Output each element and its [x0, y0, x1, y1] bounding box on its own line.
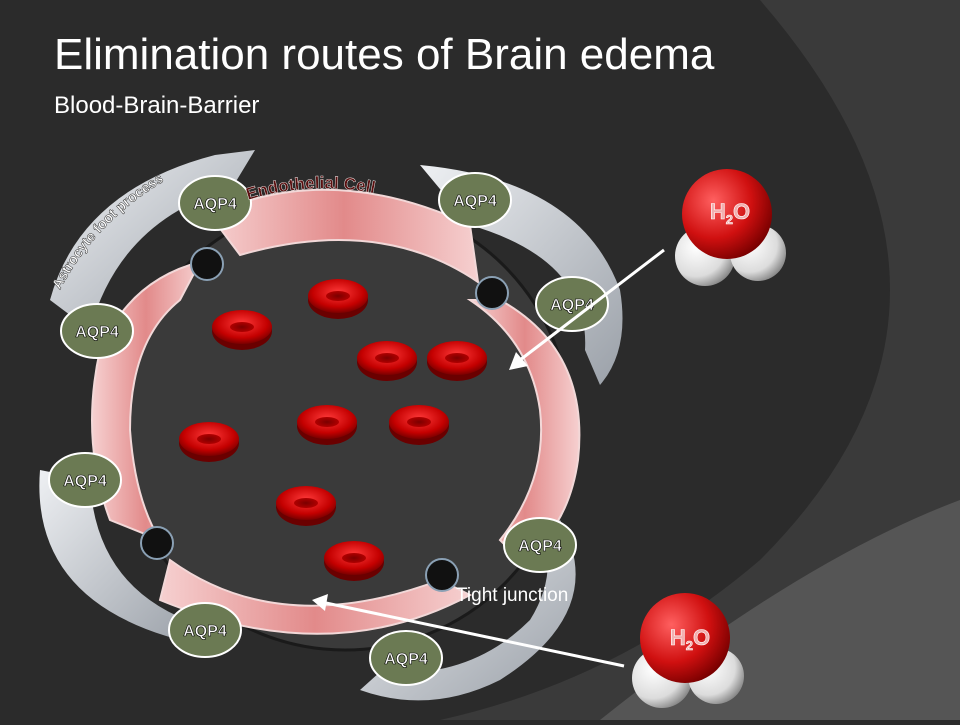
water-sub: 2	[686, 638, 693, 653]
background-swoosh	[440, 0, 960, 720]
arrowhead-upper	[509, 352, 528, 370]
red-blood-cell	[324, 541, 384, 581]
red-blood-cell	[308, 279, 368, 319]
slide-title: Elimination routes of Brain edema	[54, 30, 715, 79]
oxygen-atom	[640, 593, 730, 683]
aqp4-channel: AQP4	[369, 630, 443, 686]
aqp4-label: AQP4	[453, 193, 497, 210]
endothelial-segment	[208, 188, 480, 285]
tight-junction-dot	[190, 247, 224, 281]
aqp4-channel: AQP4	[60, 303, 134, 359]
aqp4-channel: AQP4	[48, 452, 122, 508]
red-blood-cell	[427, 341, 487, 381]
aqp4-label: AQP4	[193, 196, 237, 213]
water-molecule-upper: H2O	[675, 169, 786, 286]
red-blood-cell	[276, 486, 336, 526]
aqp4-channel: AQP4	[438, 172, 512, 228]
water-o: O	[693, 625, 710, 650]
tight-junction-dot	[140, 526, 174, 560]
tight-junctions	[140, 247, 509, 592]
water-o: O	[733, 199, 750, 224]
red-blood-cell	[357, 341, 417, 381]
endothelial-segment	[158, 558, 473, 635]
water-formula: H2O	[670, 625, 710, 653]
aqp4-label: AQP4	[75, 324, 119, 341]
astrocyte-foot-process	[360, 520, 576, 701]
aqp4-channel: AQP4	[535, 276, 609, 332]
arrow-lower	[325, 601, 625, 668]
water-formula: H2O	[710, 199, 750, 227]
tight-junction-dot	[475, 276, 509, 310]
water-molecule-lower: H2O	[632, 593, 744, 708]
red-blood-cell	[212, 310, 272, 350]
aqp4-label: AQP4	[384, 651, 428, 668]
slide-subtitle: Blood-Brain-Barrier	[54, 92, 260, 119]
aqp4-channel: AQP4	[178, 175, 252, 231]
aqp4-label: AQP4	[63, 473, 107, 490]
aqp4-label: AQP4	[183, 623, 227, 640]
water-h: H	[670, 625, 686, 650]
water-h: H	[710, 199, 726, 224]
water-sub: 2	[726, 212, 733, 227]
aqp4-label: AQP4	[550, 297, 594, 314]
arrowhead-lower	[312, 594, 328, 611]
tight-junction-dot	[425, 558, 459, 592]
astrocyte-foot-process	[39, 470, 200, 640]
oxygen-atom	[682, 169, 772, 259]
red-blood-cell	[179, 422, 239, 462]
tight-junction-label: Tight junction	[456, 585, 568, 606]
aqp4-channel: AQP4	[168, 602, 242, 658]
red-blood-cells	[179, 279, 487, 581]
aqp4-channel: AQP4	[503, 517, 577, 573]
arrow-upper	[519, 248, 665, 362]
arrows	[312, 248, 665, 668]
aqp4-channels: AQP4 AQP4 AQP4 AQP4 AQP4 AQP4 AQP4 AQP4	[48, 172, 609, 686]
aqp4-label: AQP4	[518, 538, 562, 555]
red-blood-cell	[297, 405, 357, 445]
red-blood-cell	[389, 405, 449, 445]
